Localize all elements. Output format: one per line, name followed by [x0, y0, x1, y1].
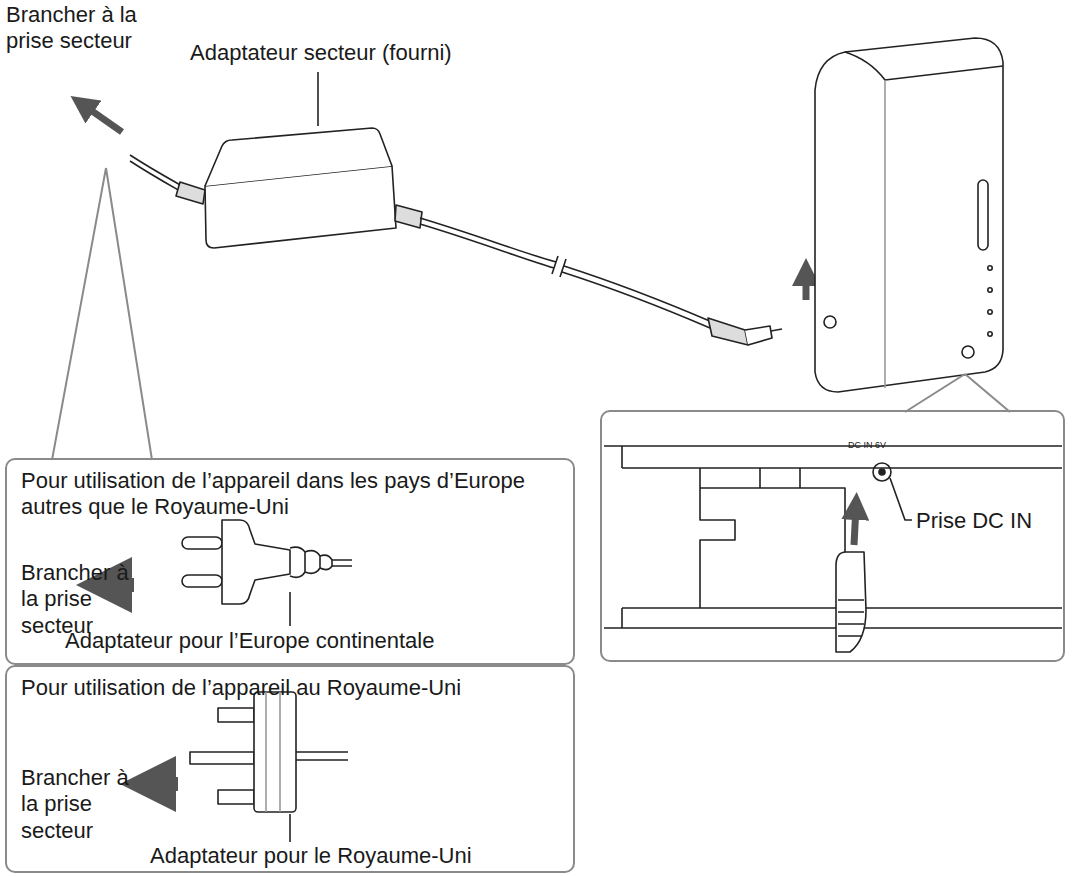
- instruction-text: Brancher à la prise secteur: [21, 560, 146, 639]
- instruction-text: Brancher à la prise secteur: [21, 765, 146, 844]
- leader-line: [317, 72, 319, 126]
- callout-bracket: [905, 374, 1010, 412]
- device-bottom-detail: [604, 446, 1062, 628]
- part-name: Adaptateur pour l’Europe continentale: [65, 628, 545, 654]
- uk-plug-pin: [190, 752, 254, 764]
- power-cord: [130, 155, 182, 186]
- callout-bracket: [52, 168, 152, 460]
- callout-heading: Pour utilisation de l’appareil dans les …: [21, 468, 561, 521]
- device-slot: [978, 180, 988, 250]
- callout-box: Pour utilisation de l’appareil au Royaum…: [5, 665, 575, 873]
- uk-plug-body: [254, 692, 296, 812]
- part-name: Adaptateur secteur (fourni): [190, 40, 490, 66]
- dc-plug: [708, 318, 748, 345]
- leader-line: [289, 814, 291, 842]
- euro-plug-pin: [182, 575, 222, 587]
- leader-line: [289, 592, 291, 626]
- leader-line: [890, 478, 912, 520]
- dc-in-jack: [873, 463, 891, 481]
- device-housing: [815, 38, 1003, 392]
- strain-relief: [176, 182, 205, 204]
- uk-plug-pin: [218, 790, 254, 804]
- callout-heading: Pour utilisation de l’appareil au Royaum…: [21, 675, 561, 701]
- dc-plug-tip: [836, 552, 866, 652]
- jack-marking: DC IN 6V: [848, 440, 918, 451]
- instruction-text: Brancher à la prise secteur: [6, 2, 156, 55]
- euro-plug-body: [222, 520, 290, 604]
- callout-box: Pour utilisation de l’appareil dans les …: [5, 458, 575, 665]
- part-name: Prise DC IN: [916, 508, 1056, 534]
- part-name: Adaptateur pour le Royaume-Uni: [150, 843, 550, 869]
- callout-box: DC IN 6V Prise DC IN: [600, 410, 1065, 662]
- plug-in-arrow: [82, 104, 122, 132]
- euro-plug-pin: [182, 537, 222, 549]
- uk-plug-pin: [218, 708, 254, 722]
